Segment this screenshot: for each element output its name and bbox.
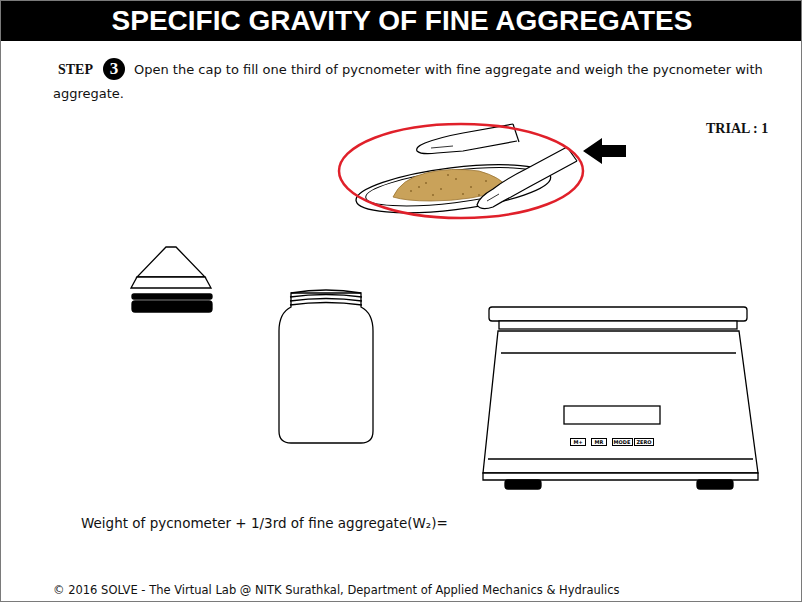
- step-label: STEP: [58, 62, 93, 77]
- button-label: ZERO: [636, 440, 651, 445]
- balance-button: ZERO: [634, 438, 654, 446]
- title-bar: SPECIFIC GRAVITY OF FINE AGGREGATES: [1, 1, 802, 41]
- step-instruction: STEP 3Open the cap to fill one third of p…: [53, 58, 793, 106]
- button-label: MODE: [614, 440, 631, 445]
- balance-button: M+: [570, 438, 586, 446]
- button-label: M+: [573, 440, 582, 445]
- step-number-circle: 3: [103, 58, 125, 80]
- instruction-text: Open the cap to fill one third of pycnom…: [53, 62, 763, 101]
- measurement-prompt: Weight of pycnometer + 1/3rd of fine agg…: [81, 515, 448, 531]
- balance-button: MR: [591, 438, 607, 446]
- weighing-balance: [483, 307, 758, 489]
- pycnometer-cap: [131, 247, 212, 312]
- page-title: SPECIFIC GRAVITY OF FINE AGGREGATES: [112, 5, 693, 37]
- pointer-arrow: [583, 138, 626, 164]
- copyright-caption: © 2016 SOLVE - The Virtual Lab @ NITK Su…: [53, 583, 620, 597]
- button-label: MR: [595, 440, 604, 445]
- balance-button: MODE: [612, 438, 633, 446]
- pycnometer-jar: [279, 290, 373, 443]
- highlight-ring: [339, 124, 583, 218]
- step-number: 3: [110, 59, 119, 78]
- trial-number: TRIAL : 1: [706, 121, 768, 137]
